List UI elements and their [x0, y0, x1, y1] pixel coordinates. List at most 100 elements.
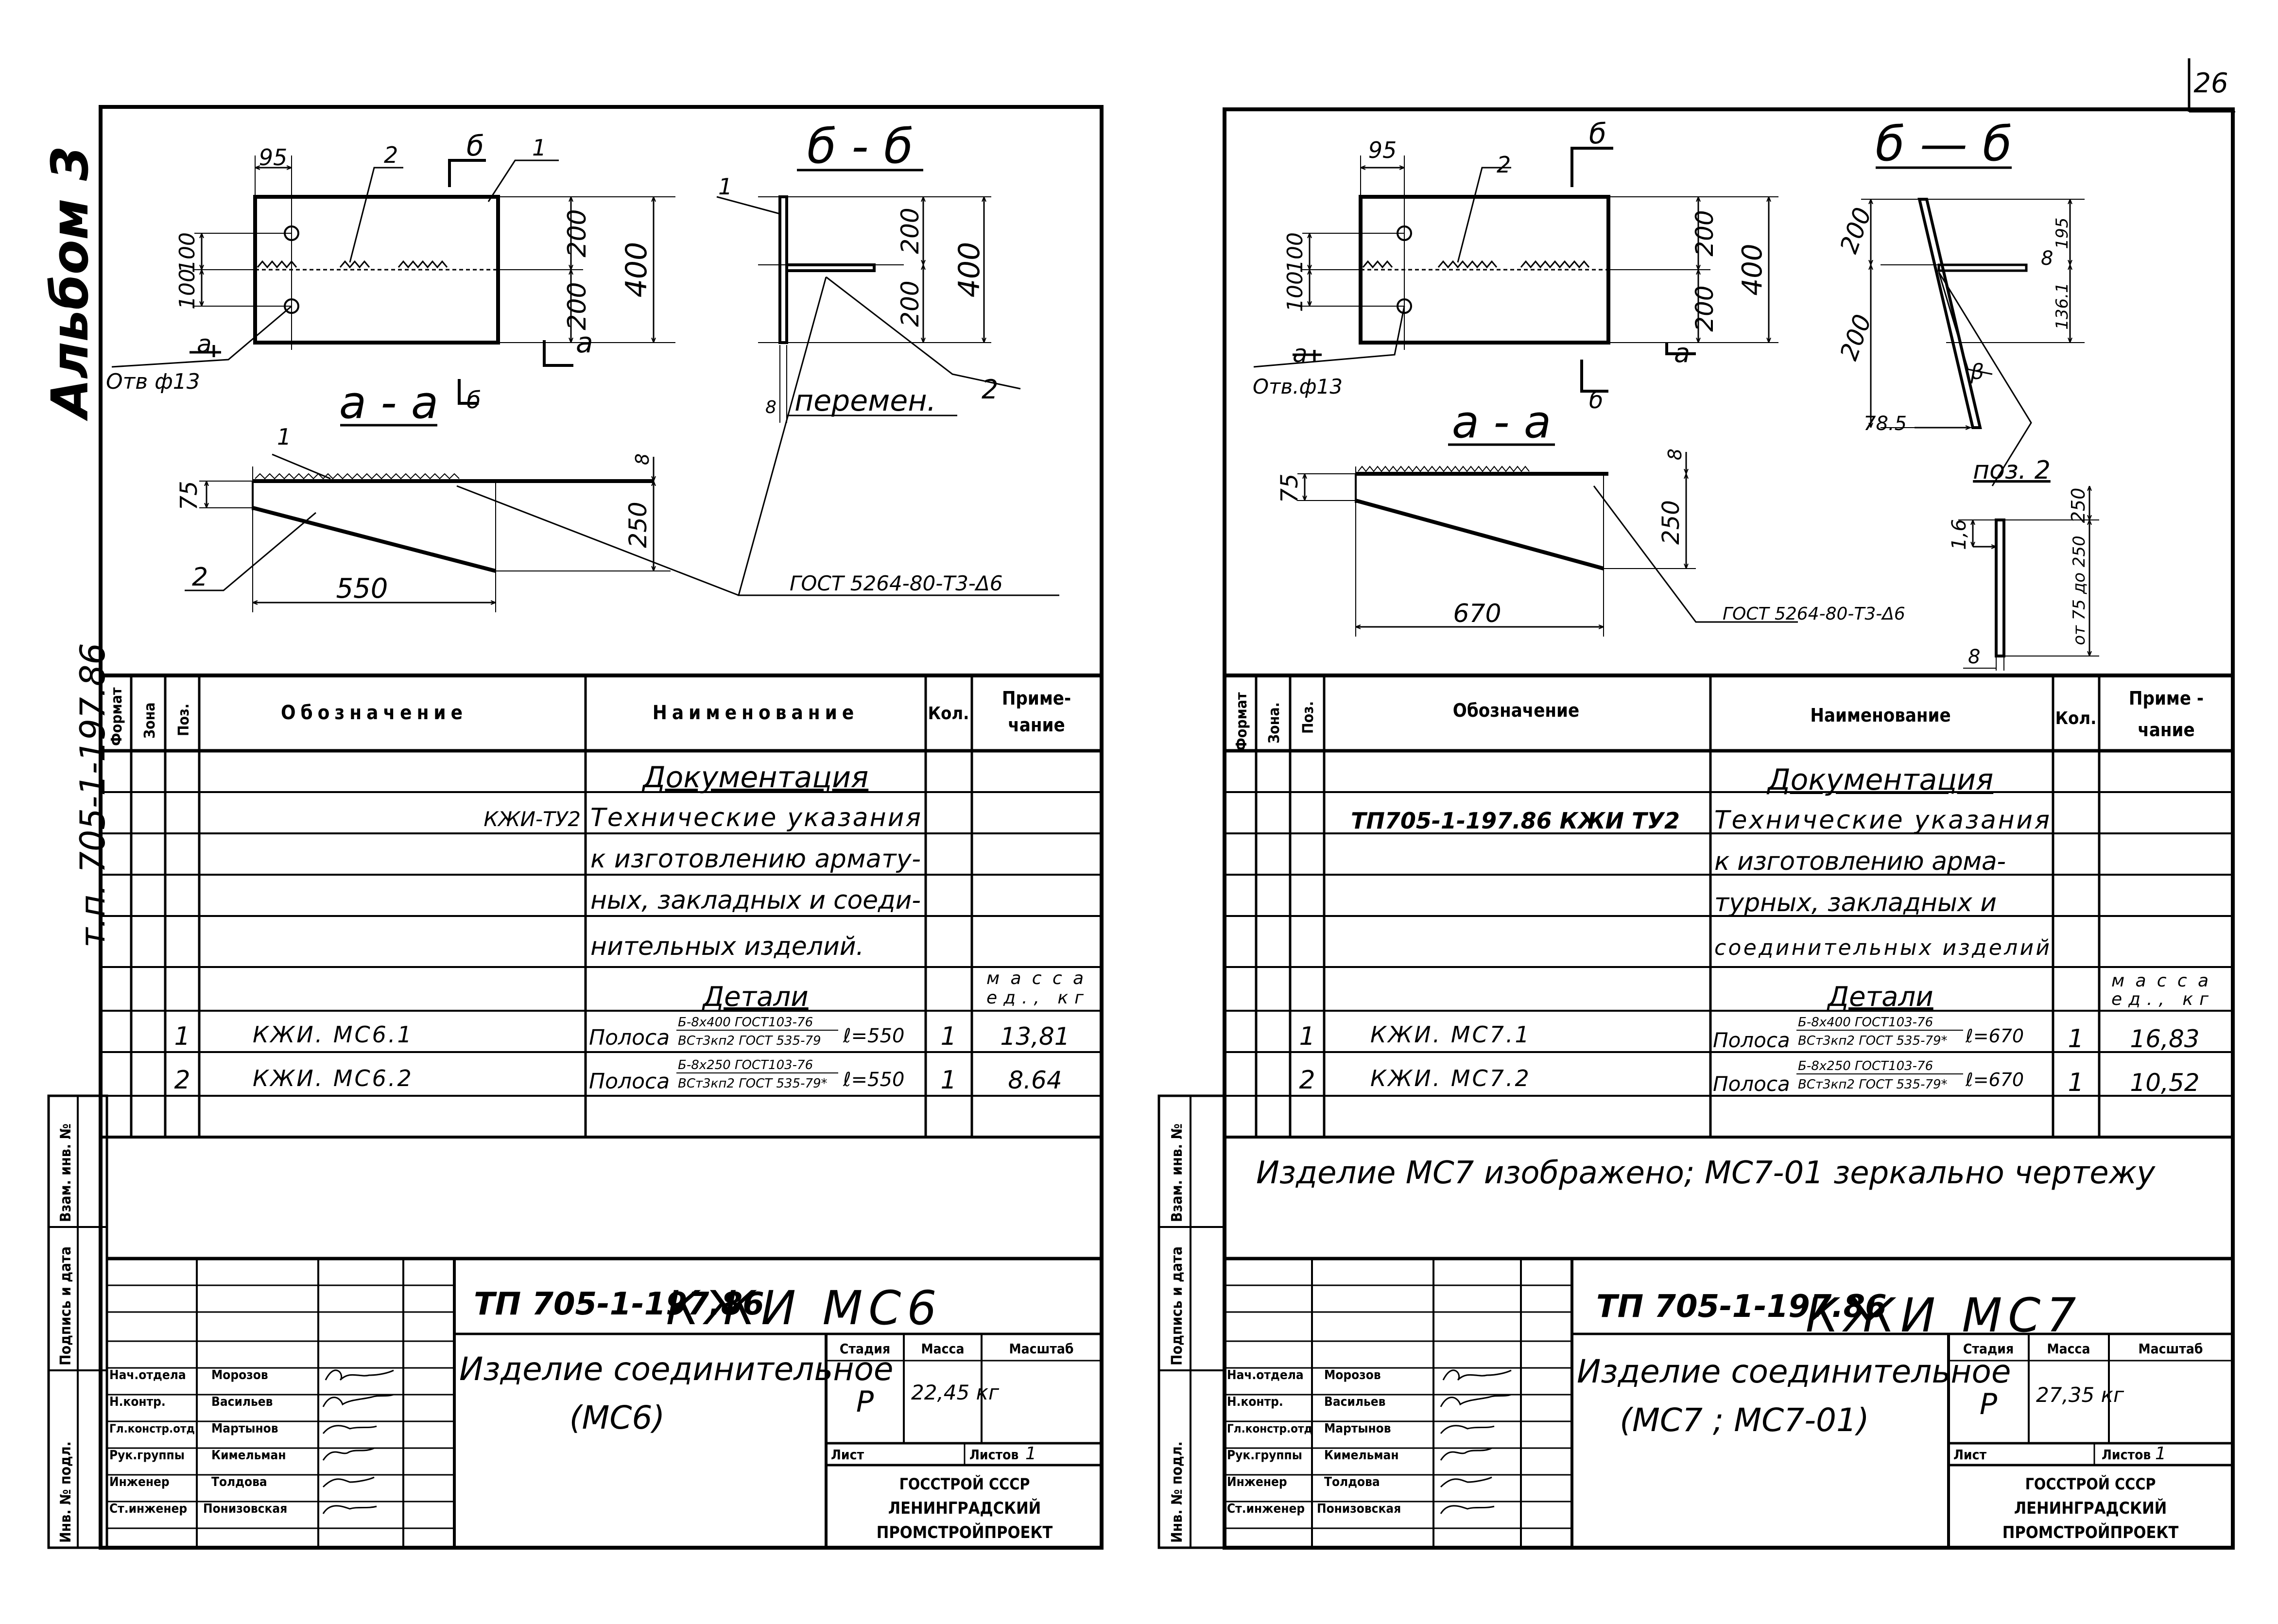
svg-text:8: 8: [1968, 646, 1980, 668]
svg-text:ГОССТРОЙ СССР: ГОССТРОЙ СССР: [2025, 1475, 2156, 1493]
right-spec-table: [1225, 674, 2233, 1139]
svg-text:8: 8: [632, 453, 653, 465]
svg-text:75: 75: [175, 481, 203, 510]
svg-text:(МС6): (МС6): [570, 1399, 665, 1436]
svg-text:β: β: [1970, 360, 1984, 384]
right-spec-body: Документация ТП705-1-197.86 КЖИ ТУ2 Техн…: [1299, 763, 2209, 1097]
svg-text:Изделие соединительное: Изделие соединительное: [1577, 1353, 2011, 1390]
svg-text:ед., кг: ед., кг: [986, 988, 1084, 1008]
left-signatures: [322, 1369, 394, 1514]
svg-text:к изготовлению армату-: к изготовлению армату-: [590, 845, 921, 874]
svg-text:200: 200: [563, 282, 592, 330]
svg-text:Приме-: Приме-: [1002, 688, 1071, 709]
svg-text:Обозначение: Обозначение: [281, 702, 467, 724]
svg-text:250: 250: [624, 501, 652, 548]
svg-text:ЛЕНИНГРАДСКИЙ: ЛЕНИНГРАДСКИЙ: [888, 1498, 1041, 1518]
svg-text:ТП 705-1-197.86: ТП 705-1-197.86: [1596, 1289, 1887, 1325]
svg-text:Нач.отдела: Нач.отдела: [109, 1368, 186, 1382]
svg-text:масса: масса: [2111, 971, 2209, 991]
left-sheet: Взам. инв. № Подпись и дата Инв. № подл.: [47, 105, 1104, 1550]
svg-text:ед., кг: ед., кг: [2111, 989, 2209, 1009]
svg-text:б: б: [466, 129, 484, 162]
right-title-staff: Нач.отдела Н.контр. Гл.констр.отд Рук.гр…: [1227, 1368, 1512, 1516]
svg-text:1: 1: [2068, 1024, 2084, 1054]
svg-text:200: 200: [1691, 285, 1719, 331]
svg-text:Понизовская: Понизовская: [1317, 1502, 1401, 1516]
svg-text:ℓ=670: ℓ=670: [1965, 1069, 2024, 1090]
svg-text:2: 2: [192, 563, 208, 592]
svg-text:Обозначение: Обозначение: [1453, 700, 1579, 721]
svg-text:б: б: [466, 387, 481, 414]
svg-text:1: 1: [940, 1066, 956, 1095]
svg-text:Кимельман: Кимельман: [211, 1448, 286, 1463]
svg-text:Полоса: Полоса: [1713, 1028, 1790, 1052]
svg-text:ℓ=670: ℓ=670: [1965, 1025, 2024, 1047]
right-title-block: [1225, 1257, 2233, 1548]
svg-text:а - а: а - а: [1452, 396, 1551, 448]
svg-text:б - б: б - б: [807, 119, 914, 174]
svg-text:Морозов: Морозов: [1324, 1368, 1381, 1382]
svg-text:Поз.: Поз.: [175, 704, 192, 736]
svg-text:Поз.: Поз.: [1300, 701, 1317, 734]
svg-text:1: 1: [2155, 1444, 2166, 1464]
svg-text:ТП 705-1-197.86: ТП 705-1-197.86: [474, 1286, 764, 1322]
sheet-number-text: 26: [2193, 68, 2228, 99]
svg-text:Документация: Документация: [641, 760, 868, 795]
svg-text:Б-8х250 ГОСТ103-76: Б-8х250 ГОСТ103-76: [1798, 1059, 1933, 1073]
svg-text:Кимельман: Кимельман: [1324, 1448, 1399, 1463]
svg-text:Р: Р: [1980, 1387, 1998, 1421]
svg-text:КЖИ МС7: КЖИ МС7: [1806, 1288, 2082, 1343]
svg-text:95: 95: [259, 144, 288, 171]
side-cell-2: Подпись и дата: [57, 1246, 74, 1365]
svg-text:1: 1: [940, 1022, 956, 1051]
svg-text:8.64: 8.64: [1008, 1066, 1062, 1094]
left-title-block: [107, 1257, 1102, 1548]
svg-text:а: а: [1293, 340, 1308, 368]
svg-text:ГОСТ 5264-80-Т3-Δ6: ГОСТ 5264-80-Т3-Δ6: [790, 571, 1002, 595]
svg-text:Кол.: Кол.: [928, 704, 969, 724]
left-plan-labels: 95 2 1 б а а Отв ф13 100 100 200 200 400: [106, 129, 654, 394]
left-plan-view: [111, 155, 675, 368]
svg-text:13,81: 13,81: [1000, 1022, 1070, 1051]
svg-text:Документация: Документация: [1766, 763, 1993, 797]
svg-text:масса: масса: [986, 968, 1084, 988]
svg-text:поз. 2: поз. 2: [1973, 456, 2051, 485]
right-side-cell-1: Взам. инв. №: [1169, 1123, 1186, 1222]
svg-text:КЖИ МС6: КЖИ МС6: [666, 1281, 943, 1335]
svg-text:Б-8х250 ГОСТ103-76: Б-8х250 ГОСТ103-76: [678, 1058, 813, 1072]
left-section-bb: б - б 1 2 8 перемен. 20: [716, 119, 1059, 596]
svg-text:1: 1: [1025, 1444, 1036, 1464]
svg-text:Лист: Лист: [831, 1447, 864, 1463]
svg-text:соединительных изделий: соединительных изделий: [1714, 935, 2050, 960]
svg-text:95: 95: [1368, 137, 1397, 163]
svg-text:Масса: Масса: [921, 1341, 965, 1357]
svg-text:1,6: 1,6: [1948, 519, 1970, 550]
svg-text:Мартынов: Мартынов: [1324, 1421, 1391, 1436]
svg-text:КЖИ. МС7.2: КЖИ. МС7.2: [1370, 1065, 1531, 1091]
svg-text:75: 75: [1276, 473, 1303, 503]
right-spec-headers: Формат Зона. Поз. Обозначение Наименован…: [1233, 688, 2204, 751]
svg-text:ТП705-1-197.86 КЖИ ТУ2: ТП705-1-197.86 КЖИ ТУ2: [1351, 808, 1680, 834]
left-spec-headers: Формат Зона Поз. Обозначение Наименовани…: [108, 687, 1071, 746]
svg-text:ПРОМСТРОЙПРОЕКТ: ПРОМСТРОЙПРОЕКТ: [877, 1522, 1053, 1542]
left-title-staff: Нач.отдела Н.контр. Гл.констр.отд Рук.гр…: [109, 1368, 394, 1516]
svg-text:а: а: [576, 326, 593, 359]
svg-text:ВСт3кп2 ГОСТ 535-79*: ВСт3кп2 ГОСТ 535-79*: [1798, 1034, 1948, 1048]
svg-text:от 75 до 250: от 75 до 250: [2070, 536, 2089, 645]
svg-text:ГОСТ 5264-80-Т3-Δ6: ГОСТ 5264-80-Т3-Δ6: [1723, 604, 1905, 624]
left-spec-body: Документация КЖИ-ТУ2 Технические указани…: [174, 760, 1084, 1095]
svg-text:турных, закладных и: турных, закладных и: [1714, 888, 1997, 917]
right-plan-labels: 95 2 б а б а Отв.ф13 100 100 200 200 400: [1253, 117, 1768, 414]
svg-text:Толдова: Толдова: [1324, 1475, 1380, 1489]
album-label: Альбом 3: [40, 146, 100, 421]
right-title-text: ТП 705-1-197.86 КЖИ МС7 Изделие соединит…: [1577, 1288, 2203, 1542]
svg-text:Р: Р: [856, 1385, 874, 1419]
svg-text:Отв ф13: Отв ф13: [106, 369, 200, 394]
svg-text:Нач.отдела: Нач.отдела: [1227, 1368, 1304, 1382]
svg-text:Инженер: Инженер: [109, 1475, 170, 1489]
svg-text:Масса: Масса: [2047, 1341, 2090, 1357]
svg-text:Б-8х400 ГОСТ103-76: Б-8х400 ГОСТ103-76: [1798, 1015, 1933, 1030]
svg-text:670: 670: [1453, 599, 1501, 628]
svg-text:КЖИ. МС6.1: КЖИ. МС6.1: [253, 1021, 414, 1048]
